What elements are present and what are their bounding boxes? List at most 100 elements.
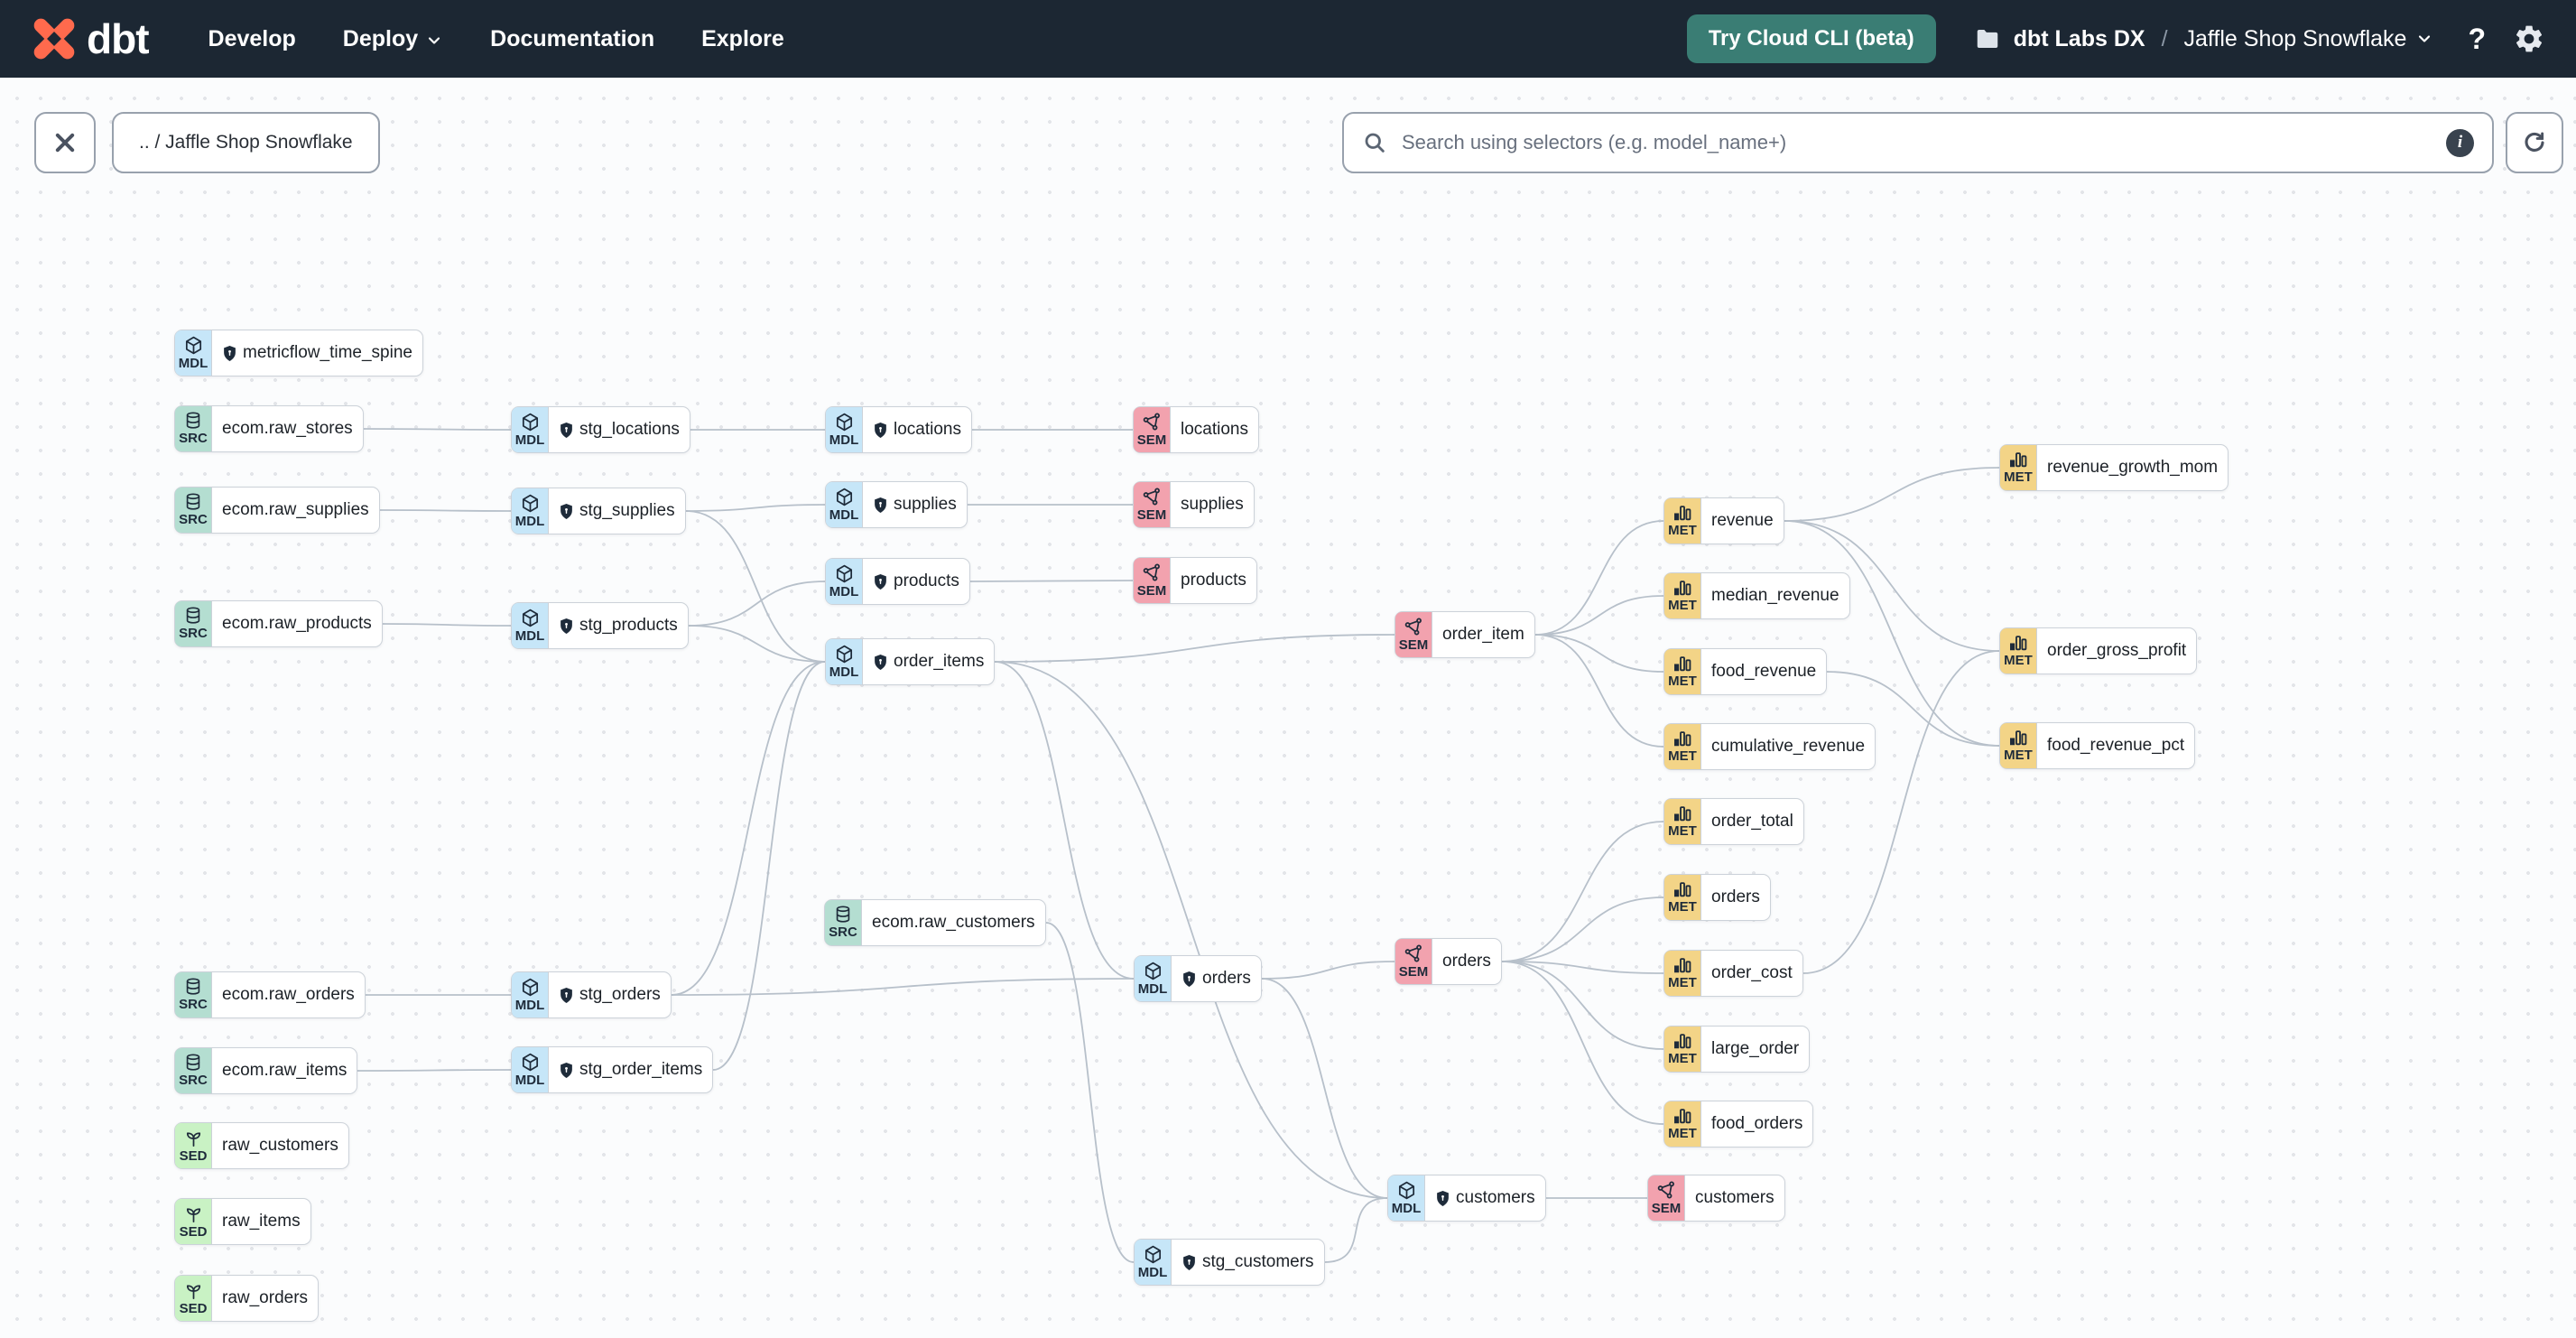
node-name-text: products: [894, 571, 959, 590]
nav-item-deploy[interactable]: Deploy: [343, 26, 443, 52]
lineage-canvas[interactable]: .. / Jaffle Shop Snowflake i MDLmetricfl…: [0, 78, 2576, 1338]
model-cube-icon: [1143, 961, 1163, 981]
logo-wordmark: dbt: [87, 15, 150, 62]
node-type-badge: MDL: [1388, 1175, 1425, 1221]
edge-stg_order_items-to-order_items: [712, 661, 826, 1071]
node-type-badge: MET: [2000, 628, 2037, 674]
model-cube-icon: [520, 493, 541, 514]
node-type-badge: MET: [1664, 498, 1701, 544]
search-input[interactable]: [1400, 130, 2433, 155]
node-label: locations: [863, 407, 971, 452]
node-type-label: MET: [1668, 975, 1697, 991]
model-cube-icon: [834, 563, 855, 584]
source-database-icon: [833, 905, 853, 925]
node-label: ecom.raw_items: [212, 1048, 357, 1093]
node-name-text: orders: [1202, 969, 1251, 988]
node-label: stg_products: [549, 603, 688, 648]
model-cube-icon: [520, 1052, 541, 1073]
nav-item-documentation[interactable]: Documentation: [490, 25, 655, 51]
help-icon[interactable]: ?: [2468, 22, 2486, 55]
metric-bars-icon: [2008, 728, 2028, 748]
node-type-badge: MET: [1664, 649, 1701, 694]
info-icon[interactable]: i: [2446, 128, 2474, 157]
try-cloud-cli-button[interactable]: Try Cloud CLI (beta): [1686, 14, 1936, 63]
node-type-badge: SEM: [1134, 482, 1171, 527]
node-name-text: customers: [1695, 1188, 1774, 1207]
edge-order_items-to-customers: [994, 661, 1388, 1199]
lineage-breadcrumb[interactable]: .. / Jaffle Shop Snowflake: [112, 112, 380, 173]
node-sem_customers[interactable]: SEM customers: [1647, 1175, 1785, 1222]
node-orders[interactable]: MDL orders: [1134, 955, 1262, 1002]
node-type-label: SRC: [179, 626, 208, 642]
node-name-text: order_total: [1711, 812, 1793, 831]
edge-stg_products-to-products: [688, 581, 826, 627]
edge-sem_order_item-to-met_revenue: [1534, 520, 1664, 636]
node-type-label: MET: [1668, 748, 1697, 765]
node-type-badge: MDL: [826, 407, 863, 452]
node-label: ecom.raw_stores: [212, 406, 363, 451]
project-switcher[interactable]: dbt Labs DX / Jaffle Shop Snowflake: [1974, 25, 2434, 52]
node-type-label: MET: [1668, 899, 1697, 915]
gear-icon[interactable]: [2513, 23, 2545, 55]
node-name-text: ecom.raw_customers: [872, 913, 1035, 932]
search-icon: [1362, 130, 1387, 155]
shield-icon: [873, 654, 888, 671]
node-type-badge: MDL: [1135, 956, 1172, 1001]
nav-item-develop[interactable]: Develop: [208, 25, 296, 51]
node-name-text: products: [1181, 571, 1246, 590]
node-type-label: SEM: [1651, 1200, 1682, 1216]
refresh-button[interactable]: [2506, 112, 2563, 173]
node-label: stg_locations: [549, 407, 690, 452]
nav-item-explore[interactable]: Explore: [701, 25, 784, 51]
project-name[interactable]: Jaffle Shop Snowflake: [2184, 26, 2434, 52]
node-label: cumulative_revenue: [1701, 724, 1875, 769]
shield-icon: [873, 422, 888, 439]
seed-sprout-icon: [183, 1203, 204, 1224]
shield-icon: [1435, 1190, 1450, 1207]
dbt-logo[interactable]: dbt: [31, 15, 150, 62]
node-name-text: food_revenue_pct: [2047, 736, 2185, 755]
node-type-badge: SEM: [1648, 1175, 1685, 1221]
model-cube-icon: [834, 412, 855, 432]
node-name-text: stg_order_items: [579, 1060, 703, 1079]
close-lineage-button[interactable]: [34, 112, 96, 173]
